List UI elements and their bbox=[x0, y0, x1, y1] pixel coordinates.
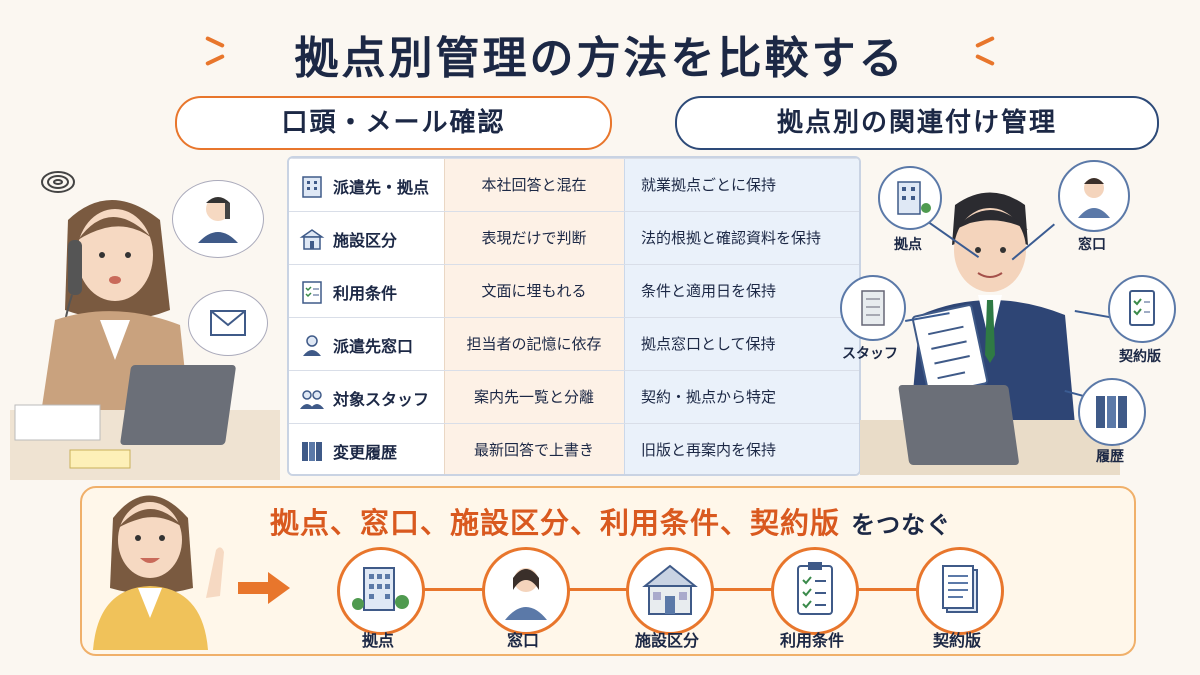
comparison-table: 派遣先・拠点 本社回答と混在 就業拠点ごとに保持 施設区分 表現だけで判断 法的… bbox=[287, 156, 861, 476]
contract-node-label: 契約版 bbox=[1119, 349, 1161, 365]
page-title: 拠点別管理の方法を比較する bbox=[294, 33, 906, 84]
people-icon bbox=[300, 389, 324, 409]
linked-cell: 就業拠点ごとに保持 bbox=[641, 176, 777, 194]
summary-headline-suffix: をつなぐ bbox=[851, 511, 952, 539]
table-row: 施設区分 表現だけで判断 法的根拠と確認資料を保持 bbox=[289, 211, 859, 265]
table-row: 派遣先・拠点 本社回答と混在 就業拠点ごとに保持 bbox=[289, 158, 859, 212]
chain-node-window bbox=[482, 547, 570, 635]
window-node bbox=[1058, 160, 1130, 232]
person-icon bbox=[303, 334, 321, 356]
linked-method-header: 拠点別の関連付け管理 bbox=[675, 96, 1159, 150]
row-label: 変更履歴 bbox=[333, 442, 398, 462]
facility-icon bbox=[299, 228, 325, 250]
row-label: 対象スタッフ bbox=[333, 389, 430, 409]
window-node-label: 窓口 bbox=[1078, 237, 1106, 253]
contact-person-icon bbox=[505, 568, 547, 620]
chain-node-contract bbox=[916, 547, 1004, 635]
verbal-cell: 最新回答で上書き bbox=[473, 441, 594, 459]
chain-node-conditions bbox=[771, 547, 859, 635]
chain-label: 施設区分 bbox=[634, 631, 699, 650]
staff-node bbox=[840, 275, 906, 341]
row-label: 派遣先窓口 bbox=[333, 336, 414, 356]
row-label: 施設区分 bbox=[333, 230, 398, 250]
contract-node bbox=[1108, 275, 1176, 343]
envelope-icon bbox=[210, 310, 246, 336]
chain-label: 契約版 bbox=[932, 631, 981, 650]
history-node-label: 履歴 bbox=[1096, 449, 1124, 465]
table-row: 対象スタッフ 案内先一覧と分離 契約・拠点から特定 bbox=[289, 370, 859, 424]
linked-cell: 拠点窓口として保持 bbox=[641, 335, 776, 353]
chain-node-base bbox=[337, 547, 425, 635]
binders-icon bbox=[1096, 396, 1127, 428]
chain-node-facility bbox=[626, 547, 714, 635]
checklist-icon bbox=[302, 280, 322, 304]
summary-headline-main: 拠点、窓口、施設区分、利用条件、契約版 bbox=[270, 506, 841, 540]
verbal-cell: 本社回答と混在 bbox=[481, 176, 587, 194]
office-building-icon bbox=[861, 290, 885, 326]
building-icon bbox=[352, 567, 409, 611]
verbal-cell: 表現だけで判断 bbox=[481, 229, 587, 247]
verbal-cell: 文面に埋もれる bbox=[481, 282, 587, 300]
chain-label: 窓口 bbox=[506, 631, 539, 650]
verbal-method-header: 口頭・メール確認 bbox=[175, 96, 612, 150]
document-stack-icon bbox=[942, 565, 978, 613]
base-node bbox=[878, 166, 942, 230]
table-row: 派遣先窓口 担当者の記憶に依存 拠点窓口として保持 bbox=[289, 317, 859, 371]
verbal-cell: 案内先一覧と分離 bbox=[473, 388, 594, 406]
clipboard-icon bbox=[1129, 290, 1155, 326]
facility-icon bbox=[642, 564, 698, 615]
linked-column bbox=[624, 158, 859, 474]
building-icon bbox=[897, 181, 931, 215]
contact-person-icon bbox=[1078, 178, 1110, 218]
email-bubble bbox=[188, 290, 268, 356]
linked-cell: 条件と適用日を保持 bbox=[641, 282, 777, 300]
item-column bbox=[289, 158, 444, 474]
linked-cell: 旧版と再案内を保持 bbox=[641, 441, 777, 459]
binders-icon bbox=[302, 441, 322, 461]
manager-illustration bbox=[860, 192, 1120, 475]
base-node-label: 拠点 bbox=[894, 237, 922, 253]
staff-node-label: スタッフ bbox=[842, 346, 898, 362]
verbal-column bbox=[444, 158, 625, 474]
summary-headline: 拠点、窓口、施設区分、利用条件、契約版 をつなぐ bbox=[270, 500, 951, 542]
row-label: 利用条件 bbox=[333, 283, 398, 303]
chain-label: 利用条件 bbox=[779, 631, 844, 650]
verbal-cell: 担当者の記憶に依存 bbox=[466, 335, 602, 353]
linked-cell: 契約・拠点から特定 bbox=[641, 388, 777, 406]
phone-call-bubble bbox=[172, 180, 264, 258]
caller-icon bbox=[198, 197, 238, 243]
linked-cell: 法的根拠と確認資料を保持 bbox=[641, 229, 822, 247]
building-icon bbox=[302, 175, 322, 198]
table-row: 変更履歴 最新回答で上書き 旧版と再案内を保持 bbox=[289, 423, 859, 474]
table-row: 利用条件 文面に埋もれる 条件と適用日を保持 bbox=[289, 264, 859, 318]
arrow-right-icon bbox=[238, 572, 290, 604]
chain-label: 拠点 bbox=[361, 631, 394, 650]
row-label: 派遣先・拠点 bbox=[333, 177, 430, 197]
worried-person-illustration bbox=[10, 171, 280, 480]
clipboard-icon bbox=[797, 562, 833, 615]
pointing-person-illustration bbox=[93, 495, 224, 650]
history-node bbox=[1078, 378, 1146, 446]
